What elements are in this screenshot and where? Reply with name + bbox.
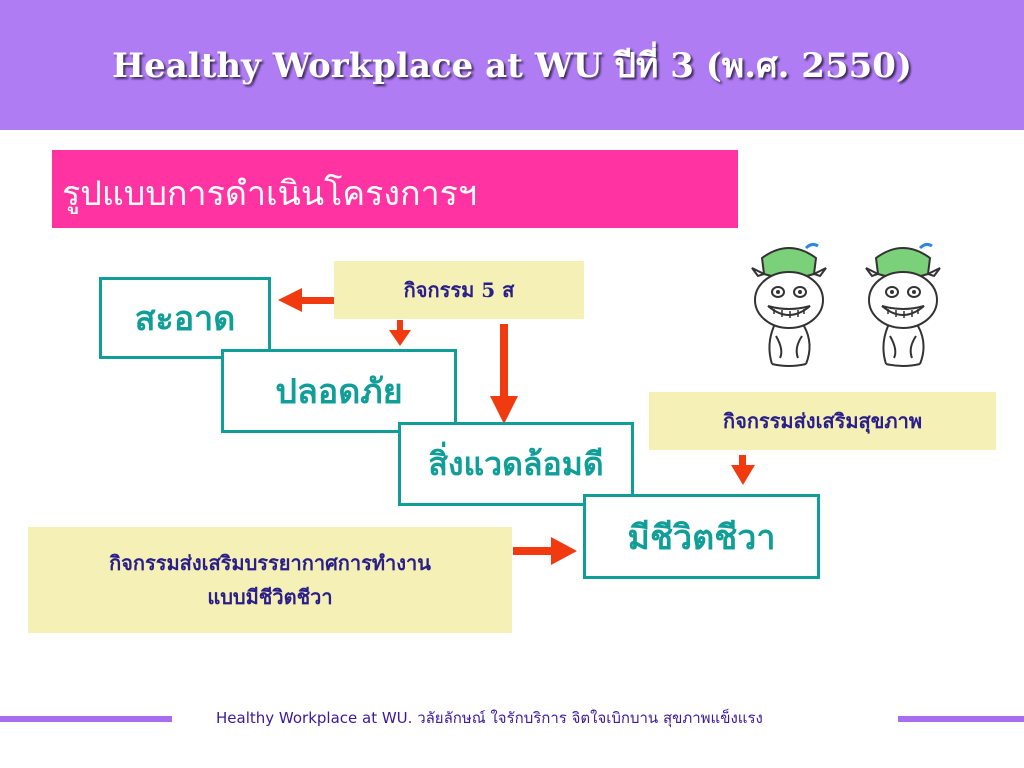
- arrow-5s-to-environment: [490, 324, 518, 424]
- slide-title: Healthy Workplace at WU ปีที่ 3 (พ.ศ. 25…: [111, 46, 913, 86]
- activity-atmosphere: กิจกรรมส่งเสริมบรรยากาศการทำงาน แบบมีชีว…: [28, 527, 512, 633]
- node-clean: สะอาด: [99, 277, 271, 359]
- arrow-5s-to-safe: [389, 320, 411, 346]
- arrow-atmosphere-to-lively: [513, 537, 577, 565]
- arrow-5s-to-clean: [278, 288, 334, 312]
- arrow-health-to-lively: [731, 455, 755, 485]
- activity-5s: กิจกรรม 5 ส: [334, 261, 584, 319]
- footer-line-right: [898, 716, 1024, 722]
- node-lively-label: มีชีวิตชีวา: [627, 517, 776, 558]
- node-lively: มีชีวิตชีวา: [583, 494, 820, 579]
- activity-atmosphere-line1: กิจกรรมส่งเสริมบรรยากาศการทำงาน: [109, 551, 431, 575]
- node-environment-label: สิ่งแวดล้อมดี: [428, 444, 604, 483]
- node-environment: สิ่งแวดล้อมดี: [398, 422, 634, 506]
- node-clean-label: สะอาด: [134, 299, 236, 339]
- subtitle-text: รูปแบบการดำเนินโครงการฯ: [62, 174, 478, 214]
- activity-atmosphere-line2: แบบมีชีวิตชีวา: [207, 585, 333, 609]
- subtitle-bar: [52, 150, 738, 228]
- footer-line-left: [0, 716, 172, 722]
- activity-health-promotion: กิจกรรมส่งเสริมสุขภาพ: [649, 392, 996, 450]
- activity-5s-label: กิจกรรม 5 ส: [403, 278, 515, 302]
- cartoon-character-left: [751, 242, 827, 367]
- node-safe: ปลอดภัย: [221, 349, 457, 433]
- header-bar: [0, 0, 1024, 130]
- cartoon-character-right: [865, 242, 941, 367]
- footer-text: Healthy Workplace at WU. วลัยลักษณ์ ใจรั…: [216, 709, 763, 727]
- node-safe-label: ปลอดภัย: [275, 372, 403, 412]
- activity-health-promotion-label: กิจกรรมส่งเสริมสุขภาพ: [722, 409, 923, 433]
